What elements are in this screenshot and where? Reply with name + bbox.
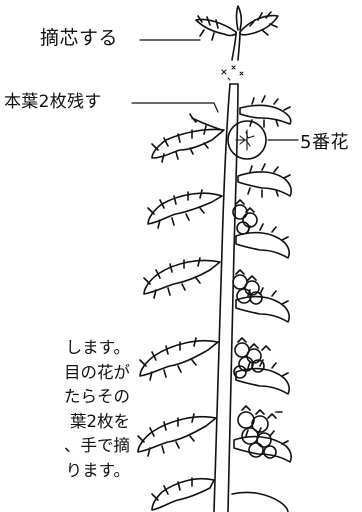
body-text: します。 目の花が たらその 葉2枚を 、手で摘 ります。: [0, 336, 130, 483]
body-line: たらその: [64, 387, 130, 406]
label-topping: 摘芯する: [40, 27, 119, 49]
leader-lines: [131, 39, 299, 141]
fifth-flower-icon: [235, 129, 255, 151]
body-line: ります。: [65, 460, 130, 480]
topped-shoot: [195, 5, 279, 61]
label-leaves-left: 本葉2枚残す: [4, 92, 102, 112]
fruit-clusters: [232, 199, 283, 459]
fifth-flower-circle: [227, 120, 267, 160]
pinch-marks: [221, 65, 244, 81]
body-line: 目の花が: [64, 362, 130, 382]
body-line: 、手で摘: [64, 436, 130, 455]
main-stem: [213, 83, 239, 512]
label-fifth-flower: 5番花: [300, 132, 349, 153]
left-leaves: [137, 113, 225, 511]
body-line: します。: [65, 338, 130, 357]
body-line: 葉2枚を: [70, 411, 130, 431]
